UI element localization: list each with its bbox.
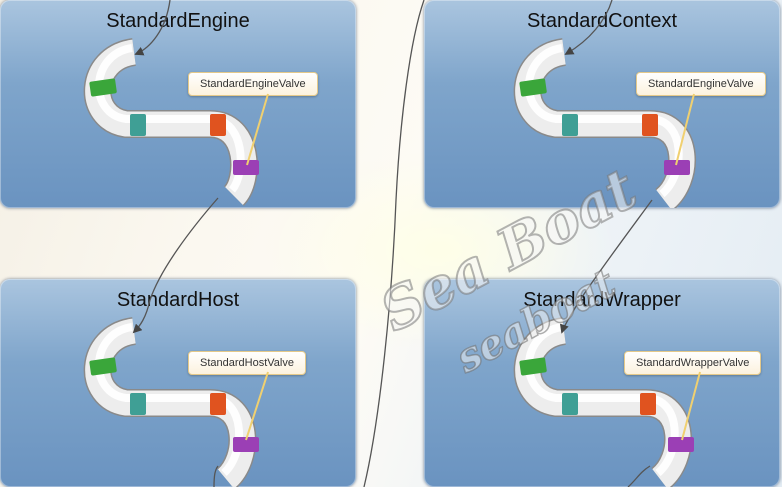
pipeline-pipe bbox=[83, 317, 259, 487]
valve-band-green bbox=[519, 357, 547, 376]
pipeline-pipe bbox=[83, 38, 259, 206]
panel-standard-context: StandardContext StandardEngineValve bbox=[424, 0, 780, 208]
valve-band-orange bbox=[210, 114, 226, 136]
pipeline-pipe bbox=[513, 317, 694, 487]
valve-band-orange bbox=[210, 393, 226, 415]
valve-label: StandardHostValve bbox=[188, 351, 306, 375]
panel-standard-engine: StandardEngine StandardEngineValve bbox=[0, 0, 356, 208]
valve-label: StandardEngineValve bbox=[636, 72, 766, 96]
panel-standard-wrapper: StandardWrapper StandardWrapperValve bbox=[424, 279, 780, 487]
valve-band-purple bbox=[664, 160, 690, 175]
valve-band-green bbox=[519, 78, 547, 97]
valve-band-green bbox=[89, 78, 117, 97]
valve-band-purple bbox=[233, 160, 259, 175]
valve-band-teal bbox=[130, 114, 146, 136]
valve-band-orange bbox=[642, 114, 658, 136]
valve-band-teal bbox=[130, 393, 146, 415]
valve-band-green bbox=[89, 357, 117, 376]
valve-label: StandardEngineValve bbox=[188, 72, 318, 96]
valve-band-teal bbox=[562, 393, 578, 415]
valve-band-teal bbox=[562, 114, 578, 136]
pipeline-pipe bbox=[513, 38, 696, 208]
valve-band-purple bbox=[668, 437, 694, 452]
panel-standard-host: StandardHost StandardHostValve bbox=[0, 279, 356, 487]
valve-band-purple bbox=[233, 437, 259, 452]
valve-label: StandardWrapperValve bbox=[624, 351, 762, 375]
valve-band-orange bbox=[640, 393, 656, 415]
